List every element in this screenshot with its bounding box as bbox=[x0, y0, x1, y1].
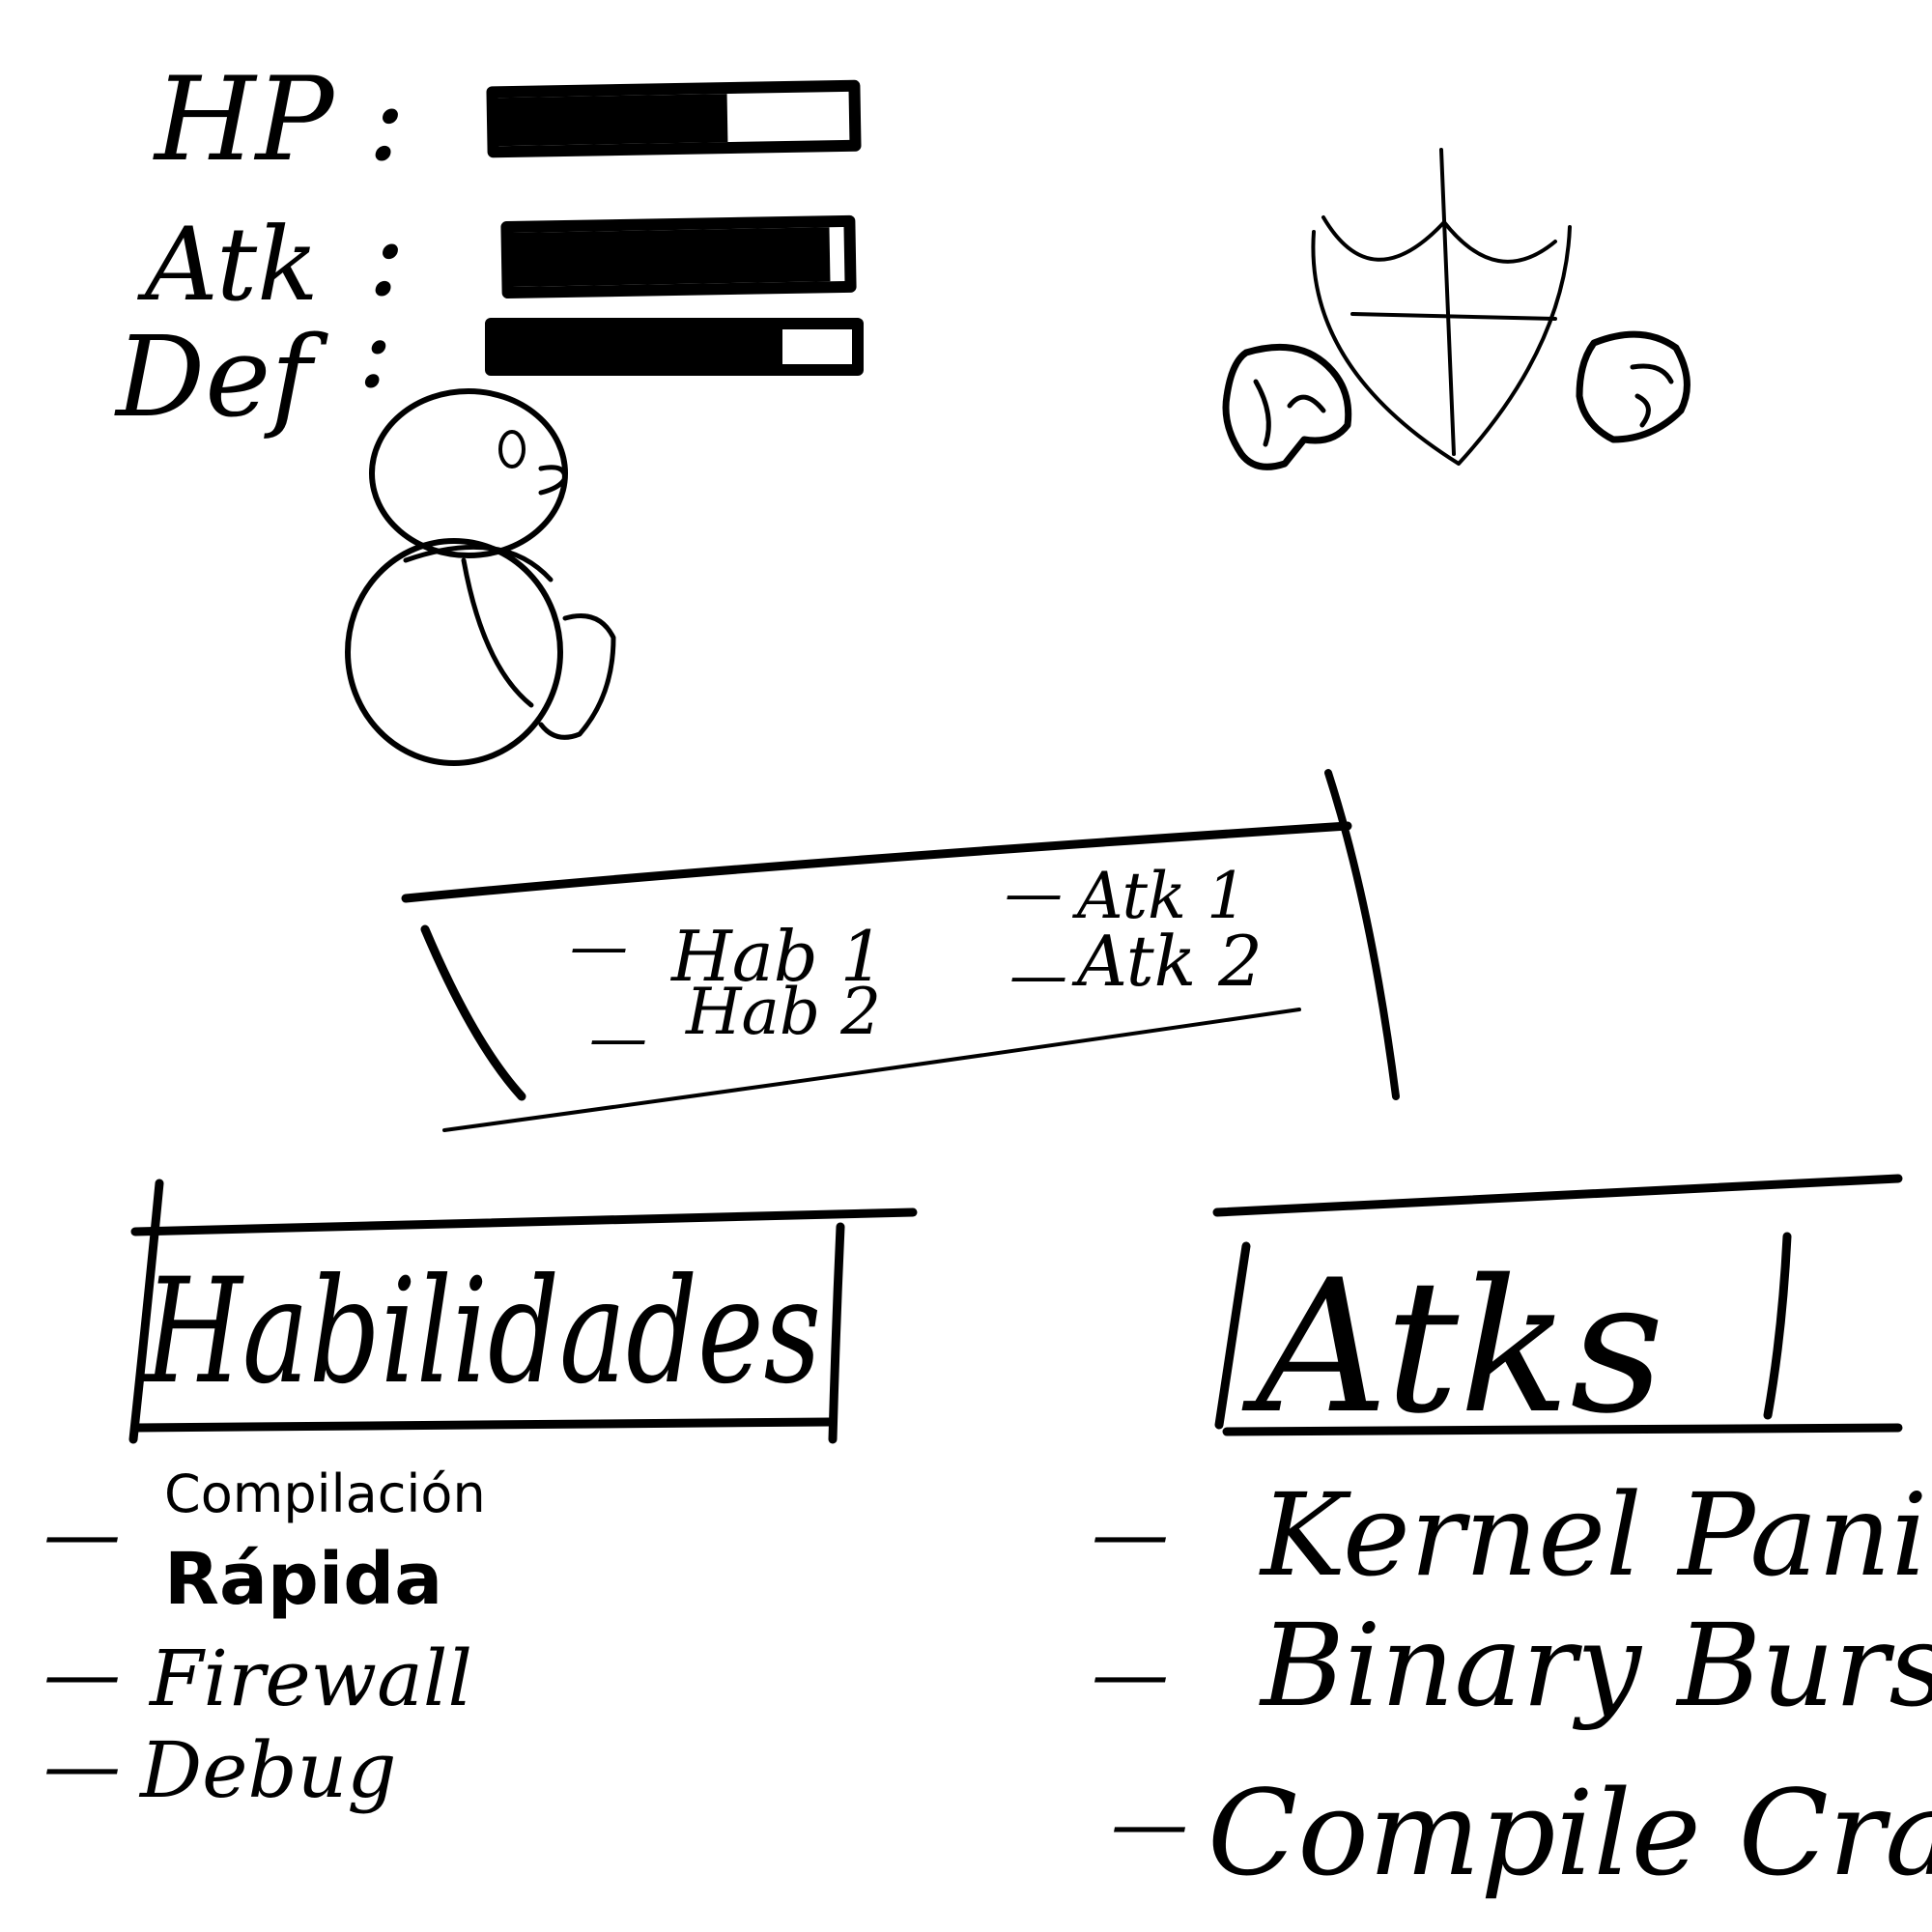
atk-item[interactable]: — Binary Burst bbox=[1092, 1599, 1932, 1732]
action-menu-bottom-border bbox=[442, 1008, 1301, 1132]
habilidades-left-border bbox=[128, 1179, 164, 1444]
habilidad-item[interactable]: — Compilación Rápida bbox=[43, 1463, 486, 1621]
atk-label: Kernel Panic bbox=[1259, 1468, 1932, 1602]
habilidad-item[interactable]: — Debug bbox=[43, 1720, 396, 1815]
stat-separator-def: : bbox=[357, 288, 393, 412]
player-wing bbox=[461, 557, 534, 708]
menu-item-label: Hab 2 bbox=[685, 975, 881, 1049]
habilidad-item[interactable]: — Firewall bbox=[43, 1629, 472, 1723]
list-dash: — bbox=[43, 1720, 121, 1810]
habilidad-label-line2: Rápida bbox=[164, 1538, 442, 1621]
action-menu-left-border bbox=[420, 924, 526, 1101]
enemy-shield-outline bbox=[1311, 225, 1572, 466]
stat-separator-atk: : bbox=[367, 188, 406, 323]
def-bar-frame bbox=[485, 318, 864, 376]
list-dash: — bbox=[43, 1489, 121, 1578]
menu-item-hab-1[interactable]: — Hab 1 bbox=[570, 913, 885, 997]
player-body bbox=[345, 538, 563, 766]
hp-bar-frame bbox=[486, 79, 862, 158]
enemy-shield-top bbox=[1321, 215, 1557, 264]
menu-dash: — bbox=[570, 913, 628, 980]
menu-item-label: Atk 1 bbox=[1071, 859, 1247, 933]
stats-panel: HP : Atk : Def : bbox=[114, 53, 864, 442]
enemy-shield-vertical bbox=[1439, 148, 1456, 456]
list-dash: — bbox=[1092, 1489, 1169, 1578]
menu-dash: — bbox=[1009, 942, 1067, 1009]
stat-separator-hp: : bbox=[367, 53, 406, 187]
action-menu-right-border bbox=[1324, 769, 1400, 1100]
habilidad-label: Debug bbox=[138, 1725, 396, 1815]
menu-item-atk-2[interactable]: — Atk 2 bbox=[1009, 921, 1263, 1009]
player-eye bbox=[498, 430, 526, 469]
atks-top-border bbox=[1212, 1174, 1903, 1217]
habilidades-top-border bbox=[130, 1208, 918, 1236]
enemy-shield-creature bbox=[1222, 148, 1690, 470]
atks-panel: Atks — Kernel Panic — Binary Burst — Com… bbox=[1092, 1174, 1932, 1902]
enemy-left-fist-icon bbox=[1222, 343, 1352, 470]
atk-item[interactable]: — Kernel Panic bbox=[1092, 1468, 1932, 1602]
player-head bbox=[369, 388, 568, 558]
player-beak bbox=[538, 465, 568, 496]
menu-item-atk-1[interactable]: — Atk 1 bbox=[1005, 859, 1247, 933]
hp-bar-fill bbox=[496, 94, 728, 147]
menu-dash: — bbox=[589, 1005, 647, 1072]
habilidad-label: Firewall bbox=[148, 1634, 472, 1723]
atk-bar-frame bbox=[500, 214, 857, 299]
player-foot bbox=[538, 613, 616, 740]
stat-label-hp: HP bbox=[153, 53, 336, 187]
habilidades-right-border bbox=[828, 1222, 845, 1444]
menu-item-label: Atk 2 bbox=[1071, 921, 1263, 1002]
atks-bottom-border bbox=[1222, 1423, 1903, 1436]
list-dash: — bbox=[1111, 1778, 1188, 1868]
habilidades-panel: Habilidades — Compilación Rápida — Firew… bbox=[43, 1179, 918, 1815]
stat-label-def: Def bbox=[114, 313, 328, 442]
action-menu-top-border bbox=[401, 821, 1352, 903]
action-menu: — Hab 1 — Hab 2 — Atk 1 — Atk 2 bbox=[401, 769, 1400, 1132]
habilidades-title: Habilidades bbox=[143, 1248, 821, 1416]
atk-label: Binary Burst bbox=[1259, 1599, 1932, 1732]
atk-bar-fill bbox=[510, 227, 831, 287]
list-dash: — bbox=[1092, 1629, 1169, 1719]
atks-left-border bbox=[1214, 1241, 1251, 1430]
atk-label: Compile Crash bbox=[1208, 1765, 1932, 1902]
atk-item[interactable]: — Compile Crash bbox=[1111, 1765, 1932, 1902]
stat-label-atk: Atk bbox=[137, 206, 319, 324]
habilidad-label-line1: Compilación bbox=[164, 1463, 486, 1524]
atks-right-border bbox=[1763, 1232, 1792, 1420]
enemy-right-fist-icon bbox=[1576, 330, 1690, 443]
atks-title: Atks bbox=[1241, 1240, 1664, 1454]
player-character bbox=[345, 388, 616, 766]
menu-item-hab-2[interactable]: — Hab 2 bbox=[589, 975, 881, 1072]
habilidades-bottom-border bbox=[130, 1417, 834, 1433]
def-bar-fill bbox=[495, 328, 782, 365]
enemy-shield-horizontal bbox=[1350, 312, 1557, 321]
menu-item-label: Hab 1 bbox=[669, 916, 885, 997]
menu-dash: — bbox=[1005, 860, 1063, 927]
list-dash: — bbox=[43, 1629, 121, 1719]
player-neck-line bbox=[403, 544, 554, 582]
